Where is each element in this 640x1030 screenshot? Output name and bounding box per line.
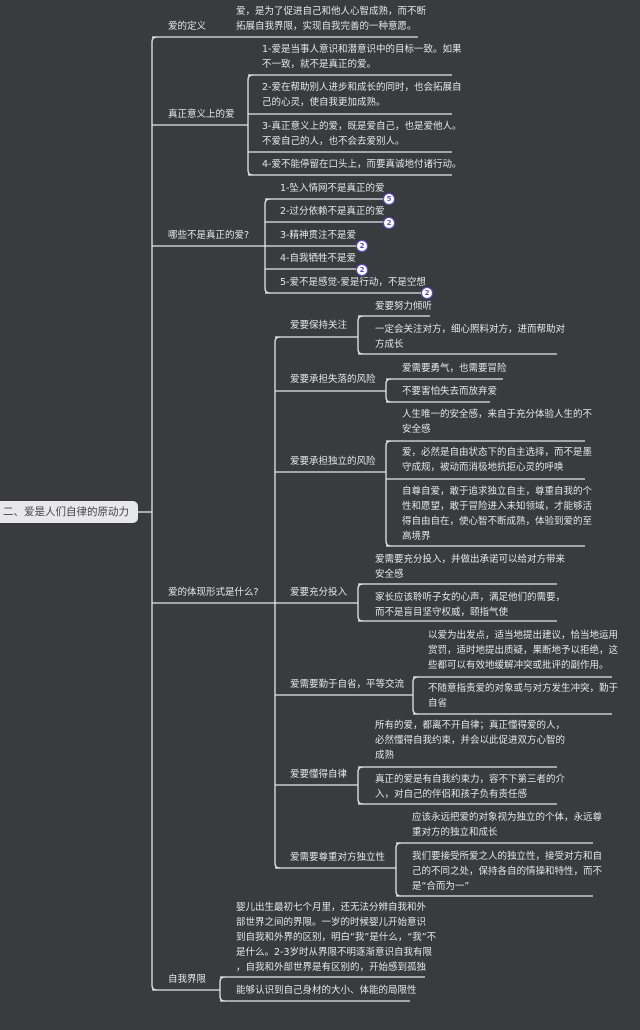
node-forms[interactable]: 爱的体现形式是什么? [168, 587, 259, 598]
count-badge[interactable]: 2 [383, 217, 395, 229]
count-badge[interactable]: 5 [383, 193, 395, 205]
list-item[interactable]: 一定会关注对方，细心照料对方，进而帮助对 方成长 [375, 324, 566, 350]
list-item[interactable]: 真正的爱是有自我约束力，容不下第三者的介 入，对自己的伴侣和孩子负有责任感 [375, 774, 566, 800]
list-item[interactable]: 婴儿出生最初七个月里，还无法分辨自我和外 部世界之间的界限。一岁的时候婴儿开始意… [236, 902, 437, 973]
count-badge[interactable]: 2 [356, 240, 368, 252]
connector [385, 440, 392, 547]
node-not-love[interactable]: 哪些不是真正的爱? [168, 230, 250, 241]
connector [357, 766, 364, 805]
node-true-love[interactable]: 真正意义上的爱 [168, 109, 235, 120]
list-item[interactable]: 3-真正意义上的爱，既是爱自己，也是爱他人。 不爱自己的人，也不会去爱别人。 [262, 121, 462, 147]
list-item[interactable]: 不随意指责爱的对象或与对方发生冲突，勤于 自省 [428, 683, 619, 709]
list-item[interactable]: 2-爱在帮助别人进步和成长的同时，也会拓展自 己的心灵，使自我更加成熟。 [262, 82, 462, 108]
list-item[interactable]: 不要害怕失去而放弃爱 [402, 386, 498, 397]
node-definition-text[interactable]: 爱，是为了促进自己和他人心智成熟，而不断 拓展自我界限，实现自我完善的一种意愿。 [236, 6, 427, 32]
list-item[interactable]: 4-爱不能停留在口头上，而要真诚地付诸行动。 [262, 159, 462, 170]
node-group[interactable]: 爱要懂得自律 [290, 769, 348, 780]
count-badge[interactable]: 2 [421, 287, 433, 299]
node-group[interactable]: 爱要保持关注 [290, 320, 348, 331]
list-item[interactable]: 2-过分依赖不是真正的爱 [280, 206, 385, 217]
connector [151, 36, 158, 991]
list-item[interactable]: 爱需要充分投入，并做出承诺可以给对方带来 安全感 [375, 554, 566, 580]
list-item[interactable]: 自尊自爱，敢于追求独立自主，尊重自我的个 性和愿望，敢于冒险进入未知领域，才能够… [402, 486, 593, 542]
list-item[interactable]: 爱需要勇气，也需要冒险 [402, 363, 507, 374]
connector [395, 842, 402, 897]
connector [357, 315, 364, 355]
list-item[interactable]: 5-爱不是感觉-爱是行动，不是空想 [280, 277, 426, 288]
list-item[interactable]: 4-自我牺牲不是爱 [280, 253, 356, 264]
list-item[interactable]: 1-坠入情网不是真正的爱 [280, 183, 385, 194]
list-item[interactable]: 我们要接受所爱之人的独立性，接受对方和自 己的不同之处，保持各自的情操和特性，而… [412, 851, 603, 892]
connector [264, 198, 271, 294]
list-item[interactable]: 爱，必然是自由状态下的自主选择，而不是墨 守成规，被动而消极地抗拒心灵的呼唤 [402, 447, 593, 473]
count-badge[interactable]: 2 [356, 264, 368, 276]
list-item[interactable]: 3-精神贯注不是爱 [280, 230, 356, 241]
connector [385, 378, 392, 403]
connector [412, 676, 419, 715]
list-item[interactable]: 1-爱是当事人意识和潜意识中的目标一致。如果 不一致，就不是真正的爱。 [262, 44, 462, 70]
list-item[interactable]: 家长应该聆听子女的心声，满足他们的需要， 而不是盲目坚守权威，颐指气使 [375, 592, 566, 618]
node-group[interactable]: 爱需要勤于自省，平等交流 [290, 679, 405, 690]
root-node[interactable]: 二、爱是人们自律的原动力 [0, 501, 138, 523]
node-boundary[interactable]: 自我界限 [168, 974, 207, 985]
connector [247, 74, 254, 176]
list-item[interactable]: 能够认识到自己身材的大小、体能的局限性 [236, 985, 417, 996]
node-group[interactable]: 爱要充分投入 [290, 587, 348, 598]
list-item[interactable]: 以爱为出发点，适当地提出建议，恰当地运用 赏罚，适时地提出质疑，果断地予以拒绝，… [428, 630, 619, 671]
node-group[interactable]: 爱要承担失落的风险 [290, 374, 376, 385]
list-item[interactable]: 应该永远把爱的对象视为独立的个体，永远尊 重对方的独立和成长 [412, 812, 603, 838]
node-group[interactable]: 爱需要尊重对方独立性 [290, 852, 386, 863]
connector [274, 336, 281, 869]
list-item[interactable]: 人生唯一的安全感，来自于充分体验人生的不 安全感 [402, 409, 593, 435]
connector [357, 583, 364, 622]
list-item[interactable]: 爱要努力倾听 [375, 301, 433, 312]
list-item[interactable]: 所有的爱，都离不开自律；真正懂得爱的人， 必然懂得自我约束，并会以此促进双方心智… [375, 720, 566, 761]
connector [219, 976, 226, 1002]
node-group[interactable]: 爱要承担独立的风险 [290, 456, 376, 467]
node-definition[interactable]: 爱的定义 [168, 21, 207, 32]
